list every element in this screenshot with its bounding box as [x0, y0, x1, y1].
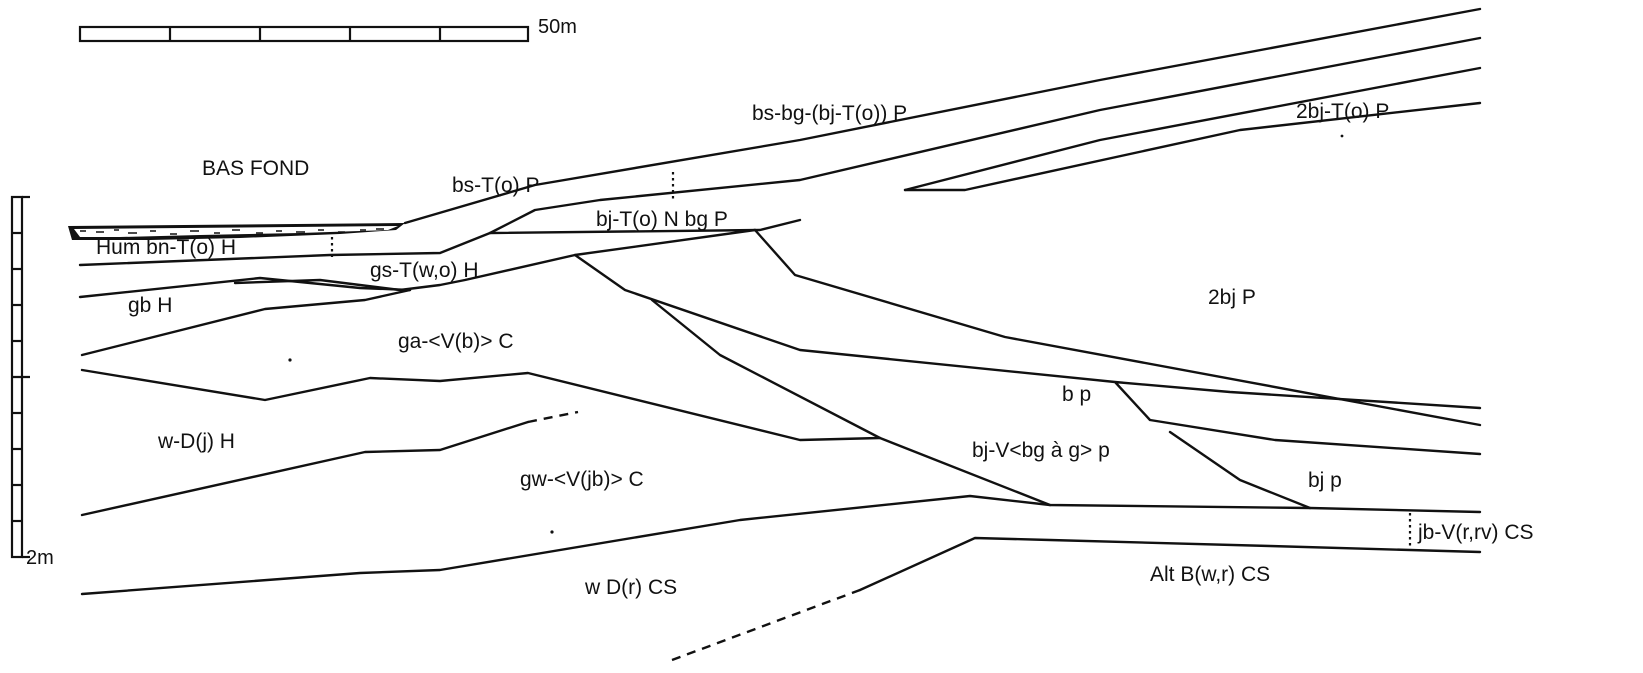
boundary-jb-bottom [858, 536, 1482, 592]
horizontal-scale-label: 50m [538, 16, 577, 38]
vertical-scale-label: 2m [26, 547, 54, 569]
vertical-scale-bar: 2m [10, 195, 54, 569]
boundary-bs-bottom [488, 36, 1482, 235]
label-2bj-p: 2bj P [1208, 286, 1256, 309]
label-bj-p: bj p [1308, 469, 1342, 492]
surface-line [403, 7, 1482, 225]
label-bp: b p [1062, 383, 1091, 406]
stray-dots [288, 134, 1344, 534]
boundary-bj-v-left [650, 298, 1052, 507]
label-bj-to-n: bj-T(o) N bg P [596, 208, 728, 231]
label-ga-v: ga-<V(b)> C [398, 330, 514, 353]
boundary-gs-bottom [78, 276, 412, 299]
boundary-bj-v-inner [1168, 430, 1312, 510]
label-bas-fond: BAS FOND [202, 157, 309, 180]
boundary-2bj-to-bottom [903, 101, 1482, 192]
horizontal-scale-bar: 50m [78, 16, 577, 43]
horizon-labels: BAS FOND Hum bn-T(o) H bs-T(o) P bs-bg-(… [96, 100, 1534, 599]
label-bs-to-p: bs-T(o) P [452, 174, 540, 197]
boundary-bs-bg-bottom [903, 66, 1482, 192]
boundary-lower-dashed [671, 588, 861, 662]
boundary-gs-top [233, 228, 757, 292]
label-gb-h: gb H [128, 294, 172, 317]
boundary-bp-top [753, 228, 1482, 427]
label-wd-h: w-D(j) H [157, 430, 235, 453]
profile-markers [330, 172, 1412, 547]
horizon-boundaries [78, 7, 1482, 662]
label-gw-v: gw-<V(jb)> C [520, 468, 644, 491]
boundary-wd-dashed [527, 410, 579, 424]
label-hum: Hum bn-T(o) H [96, 236, 236, 259]
label-bj-v: bj-V<bg à g> p [972, 439, 1110, 462]
label-2bj-to-p: 2bj-T(o) P [1296, 100, 1389, 123]
label-wd-cs: w D(r) CS [584, 576, 677, 599]
boundary-wd-bottom [80, 420, 530, 517]
boundary-bp-bottom [573, 253, 1482, 456]
boundary-gb-bottom [80, 288, 412, 357]
boundary-gw-bottom [80, 494, 1482, 596]
boundary-hum-bottom [78, 218, 802, 267]
humic-surface-band [68, 223, 405, 240]
label-jb-v: jb-V(r,rv) CS [1417, 521, 1534, 544]
label-gs-t: gs-T(w,o) H [370, 259, 479, 282]
boundary-ga-bottom [80, 368, 882, 442]
label-bs-bg: bs-bg-(bj-T(o)) P [752, 102, 907, 125]
label-alt-b: Alt B(w,r) CS [1150, 563, 1270, 586]
